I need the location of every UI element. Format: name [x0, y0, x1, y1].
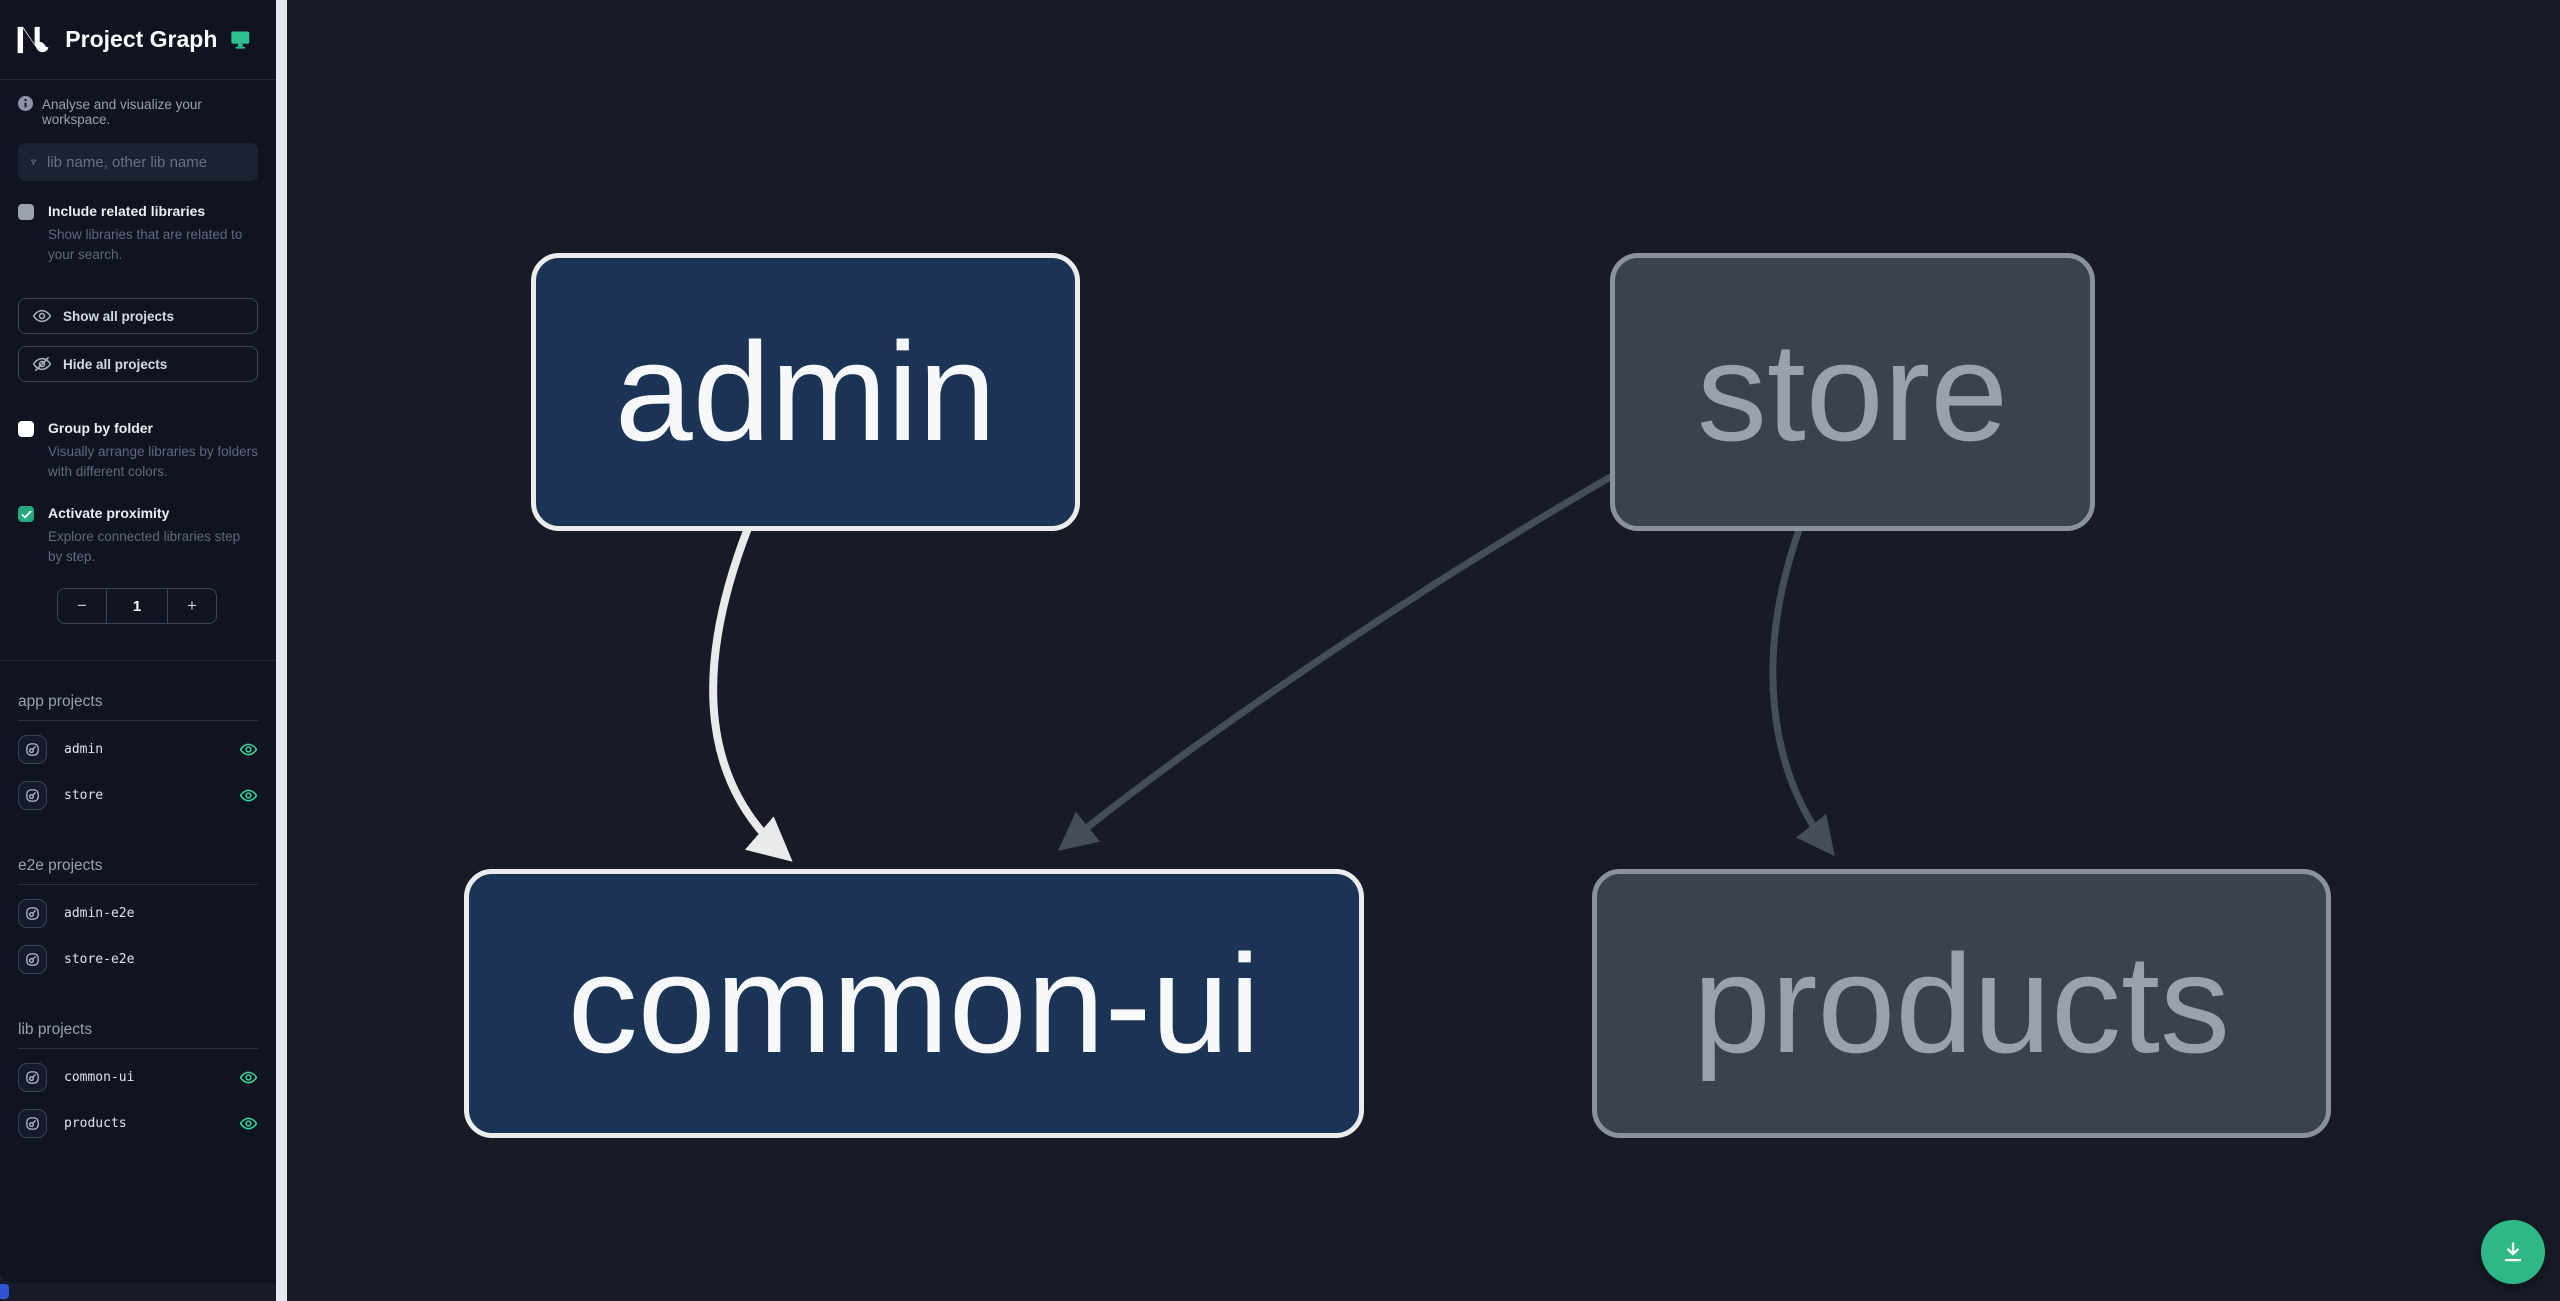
edge-store-to-common-ui[interactable]	[1058, 472, 1614, 851]
hide-all-label: Hide all projects	[63, 356, 168, 372]
focus-project-button[interactable]	[18, 734, 47, 764]
focus-project-button[interactable]	[18, 898, 47, 928]
focus-icon	[26, 743, 39, 756]
corner-accent	[0, 1284, 9, 1299]
section-app-projects: app projects	[18, 693, 258, 722]
eye-icon	[239, 743, 258, 756]
project-name: admin-e2e	[64, 905, 135, 921]
check-icon	[21, 511, 31, 519]
activate-proximity-option: Activate proximity Explore connected lib…	[18, 505, 258, 566]
group-by-folder-description: Visually arrange libraries by folders wi…	[48, 444, 258, 479]
section-e2e-projects: e2e projects	[18, 857, 258, 886]
include-related-label: Include related libraries	[48, 203, 206, 219]
toggle-visibility-button[interactable]	[239, 1114, 258, 1133]
show-all-projects-button[interactable]: Show all projects	[18, 298, 258, 335]
filter-input[interactable]	[47, 153, 246, 171]
project-row-store-e2e: store-e2e	[18, 941, 258, 977]
include-related-checkbox[interactable]	[18, 204, 34, 220]
proximity-stepper: − 1 +	[57, 588, 217, 625]
graph-node-products[interactable]: products	[1592, 869, 2331, 1138]
focus-project-button[interactable]	[18, 1062, 47, 1092]
project-name: store-e2e	[64, 951, 135, 967]
graph-node-store[interactable]: store	[1610, 253, 2095, 531]
tagline-text: Analyse and visualize your workspace.	[42, 97, 202, 127]
focus-icon	[26, 953, 39, 966]
focus-icon	[26, 907, 39, 920]
eye-icon	[239, 789, 258, 802]
project-row-store: store	[18, 777, 258, 813]
project-row-products: products	[18, 1105, 258, 1141]
info-icon	[18, 96, 33, 111]
focus-icon	[26, 1117, 39, 1130]
eye-off-icon	[32, 356, 52, 372]
toggle-visibility-button[interactable]	[239, 740, 258, 759]
hide-all-projects-button[interactable]: Hide all projects	[18, 346, 258, 383]
graph-node-admin[interactable]: admin	[531, 253, 1080, 531]
download-icon	[2504, 1242, 2522, 1262]
project-row-admin-e2e: admin-e2e	[18, 895, 258, 931]
filter-icon	[30, 159, 37, 165]
focus-project-button[interactable]	[18, 780, 47, 810]
project-name: products	[64, 1115, 127, 1131]
focus-project-button[interactable]	[18, 1108, 47, 1138]
search-box	[18, 143, 258, 181]
focus-project-button[interactable]	[18, 944, 47, 974]
download-image-button[interactable]	[2481, 1220, 2545, 1284]
activate-proximity-description: Explore connected libraries step by step…	[48, 529, 241, 564]
proximity-value: 1	[106, 589, 168, 624]
group-by-folder-label: Group by folder	[48, 420, 153, 437]
monitor-icon	[231, 31, 250, 49]
project-name: common-ui	[64, 1069, 135, 1085]
show-all-label: Show all projects	[63, 308, 175, 324]
edge-store-to-products[interactable]	[1769, 528, 1835, 857]
project-row-admin: admin	[18, 731, 258, 767]
sidebar: Project Graph Analyse and visualize your…	[0, 0, 276, 1283]
workspace-tagline: Analyse and visualize your workspace.	[0, 80, 276, 127]
proximity-decrement-button[interactable]: −	[77, 596, 87, 616]
graph-node-common-ui[interactable]: common-ui	[464, 869, 1364, 1138]
focus-icon	[26, 1071, 39, 1084]
group-by-folder-checkbox[interactable]	[18, 421, 34, 438]
include-related-description: Show libraries that are related to your …	[48, 227, 243, 262]
activate-proximity-checkbox[interactable]	[18, 506, 34, 523]
toggle-visibility-button[interactable]	[239, 786, 258, 805]
toggle-visibility-button[interactable]	[239, 1068, 258, 1087]
page-title: Project Graph	[65, 26, 218, 52]
group-by-folder-option: Group by folder Visually arrange librari…	[18, 420, 258, 481]
nx-logo-icon	[17, 26, 49, 53]
project-name: admin	[64, 741, 104, 757]
include-related-option: Include related libraries Show libraries…	[18, 203, 258, 264]
sidebar-divider	[0, 660, 276, 662]
eye-icon	[32, 309, 52, 323]
proximity-increment-button[interactable]: +	[187, 596, 197, 616]
eye-icon	[239, 1117, 258, 1130]
section-lib-projects: lib projects	[18, 1021, 258, 1050]
project-name: store	[64, 787, 104, 803]
focus-icon	[26, 789, 39, 802]
sidebar-header: Project Graph	[0, 0, 276, 80]
activate-proximity-label: Activate proximity	[48, 505, 170, 522]
project-row-common-ui: common-ui	[18, 1059, 258, 1095]
sidebar-resize-divider[interactable]	[276, 0, 287, 1301]
edge-admin-to-common-ui[interactable]	[709, 526, 793, 862]
eye-icon	[239, 1071, 258, 1084]
